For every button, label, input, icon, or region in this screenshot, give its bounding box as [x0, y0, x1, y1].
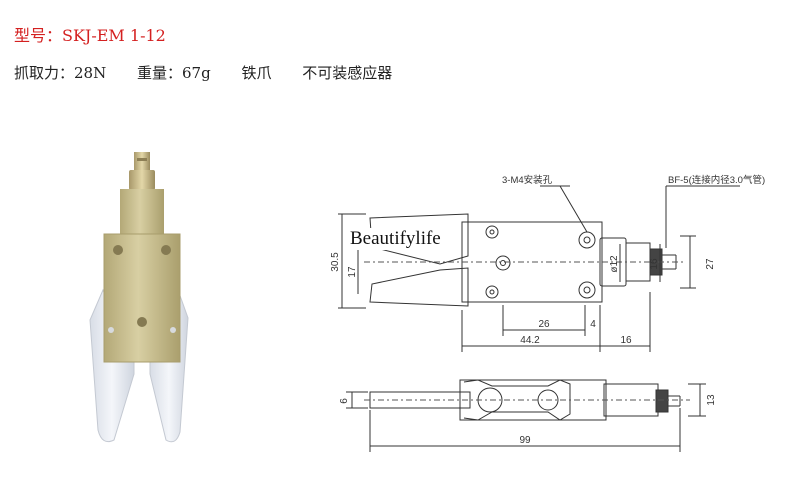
- dim-cylinder-dia: ø12: [609, 255, 620, 273]
- dim-jaw-thickness: 6: [339, 398, 350, 404]
- mount-hole: [161, 245, 171, 255]
- spec-line: 抓取力：28N 重量：67g 铁爪 不可装感应器: [14, 62, 392, 83]
- dim-overall-length: 99: [519, 435, 531, 446]
- fitting-callout: BF-5(连接内径3.0气管): [668, 174, 765, 186]
- side-view: [346, 379, 706, 452]
- watermark: Beautifylife: [349, 228, 442, 250]
- air-fitting: [134, 152, 150, 172]
- left-jaw: [89, 288, 135, 443]
- dim-right-height-a: 16: [649, 258, 660, 270]
- mount-holes-callout: 3-M4安装孔: [502, 174, 553, 186]
- grip-force: 抓取力：28N: [14, 64, 107, 82]
- dim-height-total: 30.5: [330, 252, 341, 272]
- dim-right-height-b: 27: [705, 258, 716, 270]
- mount-hole: [113, 245, 123, 255]
- gripper-block: [103, 233, 181, 363]
- side-screw: [108, 327, 114, 333]
- dim-hole-span: 26: [538, 319, 550, 330]
- dim-jaw-opening: 17: [347, 266, 358, 278]
- side-screw: [170, 327, 176, 333]
- jaw-material: 铁爪: [241, 64, 272, 82]
- model-number: 型号：SKJ-EM 1-12: [14, 26, 166, 45]
- weight: 重量：67g: [137, 64, 211, 82]
- dim-cylinder-length: 16: [620, 335, 632, 346]
- dim-body-thickness: 13: [706, 394, 717, 406]
- dim-body-length: 44.2: [520, 335, 540, 346]
- mount-hole: [137, 317, 147, 327]
- dim-hole-offset: 4: [590, 319, 596, 330]
- sensor-note: 不可装感应器: [302, 64, 393, 82]
- cylinder-body: [120, 189, 164, 237]
- top-view: [338, 185, 740, 352]
